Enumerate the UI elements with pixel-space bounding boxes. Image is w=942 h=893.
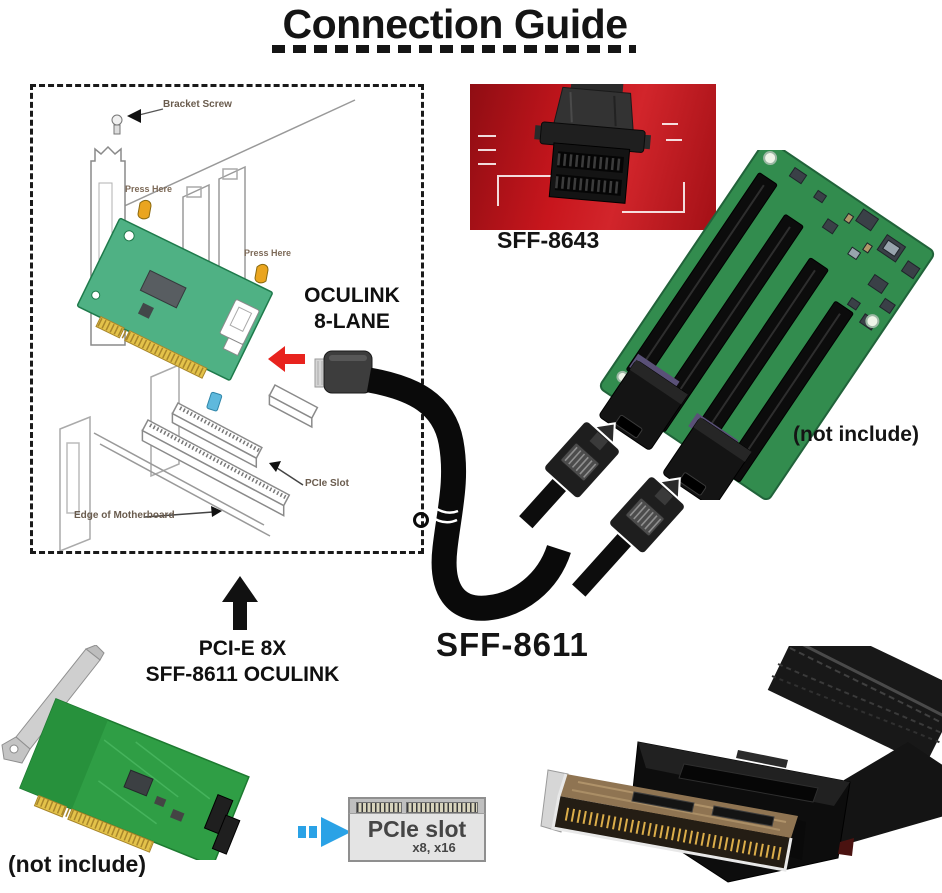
- host-card-art: [1, 645, 250, 860]
- slot-clip-icon: [206, 391, 223, 412]
- red-arrow-icon: [268, 346, 305, 372]
- adapter-callout-line2: SFF-8611 OCULINK: [145, 662, 340, 686]
- cable-tie: [429, 504, 459, 524]
- backplane-board-photo: [595, 150, 942, 500]
- bracket-screw-label: Bracket Screw: [163, 99, 232, 110]
- pcie-slot-graphic: PCIe slot x8, x16: [348, 797, 486, 862]
- backplane-not-include-note: (not include): [793, 423, 919, 446]
- pcie-slot-block-title: PCIe slot: [367, 816, 467, 843]
- motherboard-slots: [93, 383, 319, 537]
- mounting-holes: [616, 151, 880, 383]
- sff-8643-caption: SFF-8643: [497, 227, 600, 253]
- chassis-line: [119, 99, 356, 209]
- installation-diagram: Bracket Screw Press Here Press Here PCIe…: [30, 84, 424, 554]
- callout-arrows: [144, 461, 304, 518]
- smd-components: [788, 166, 921, 331]
- board-receptacle-1: [599, 359, 688, 450]
- diagram-oculink-plug: [314, 350, 373, 394]
- oculink-connector-art: [540, 646, 942, 883]
- oculink-connector-photo: [488, 646, 942, 893]
- adapter-card-drawing: [76, 217, 273, 381]
- blue-arrow-icon: [298, 817, 351, 847]
- oculink-8lane-callout: OCULINK 8-LANE: [304, 284, 400, 334]
- press-here-label-2: Press Here: [244, 248, 292, 258]
- up-arrow-icon: [222, 576, 258, 630]
- edge-of-motherboard-label: Edge of Motherboard: [74, 510, 175, 521]
- slot-keys: [638, 184, 841, 471]
- pcie-slot-pins: [348, 797, 486, 813]
- adapter-callout-line1: PCI-E 8X: [198, 637, 287, 660]
- sff-8643-connector: [534, 84, 651, 204]
- host-card-pcb: [19, 698, 250, 860]
- page-title: Connection Guide: [282, 1, 628, 47]
- press-here-label-1: Press Here: [125, 184, 173, 194]
- host-card-photo: [0, 645, 302, 860]
- pcie-slot-label: PCIe Slot: [305, 478, 349, 489]
- metal-tip: [540, 769, 798, 872]
- press-clip-icons: [137, 199, 269, 284]
- braided-cable: [767, 646, 942, 766]
- installation-diagram-art: [59, 99, 373, 551]
- backplane-board-art: [599, 150, 935, 500]
- sff-8643-photo-art: [478, 84, 685, 213]
- pcie-slot-block-subtitle: x8, x16: [412, 840, 456, 856]
- adapter-callout: PCI-E 8X SFF-8611 OCULINK: [130, 636, 355, 687]
- sff-8611-caption: SFF-8611: [436, 626, 589, 663]
- host-card-not-include-note: (not include): [8, 851, 146, 877]
- title-underline: [272, 45, 636, 53]
- sff-8643-photo: [470, 84, 716, 230]
- bracket-screw-icon: [111, 108, 164, 135]
